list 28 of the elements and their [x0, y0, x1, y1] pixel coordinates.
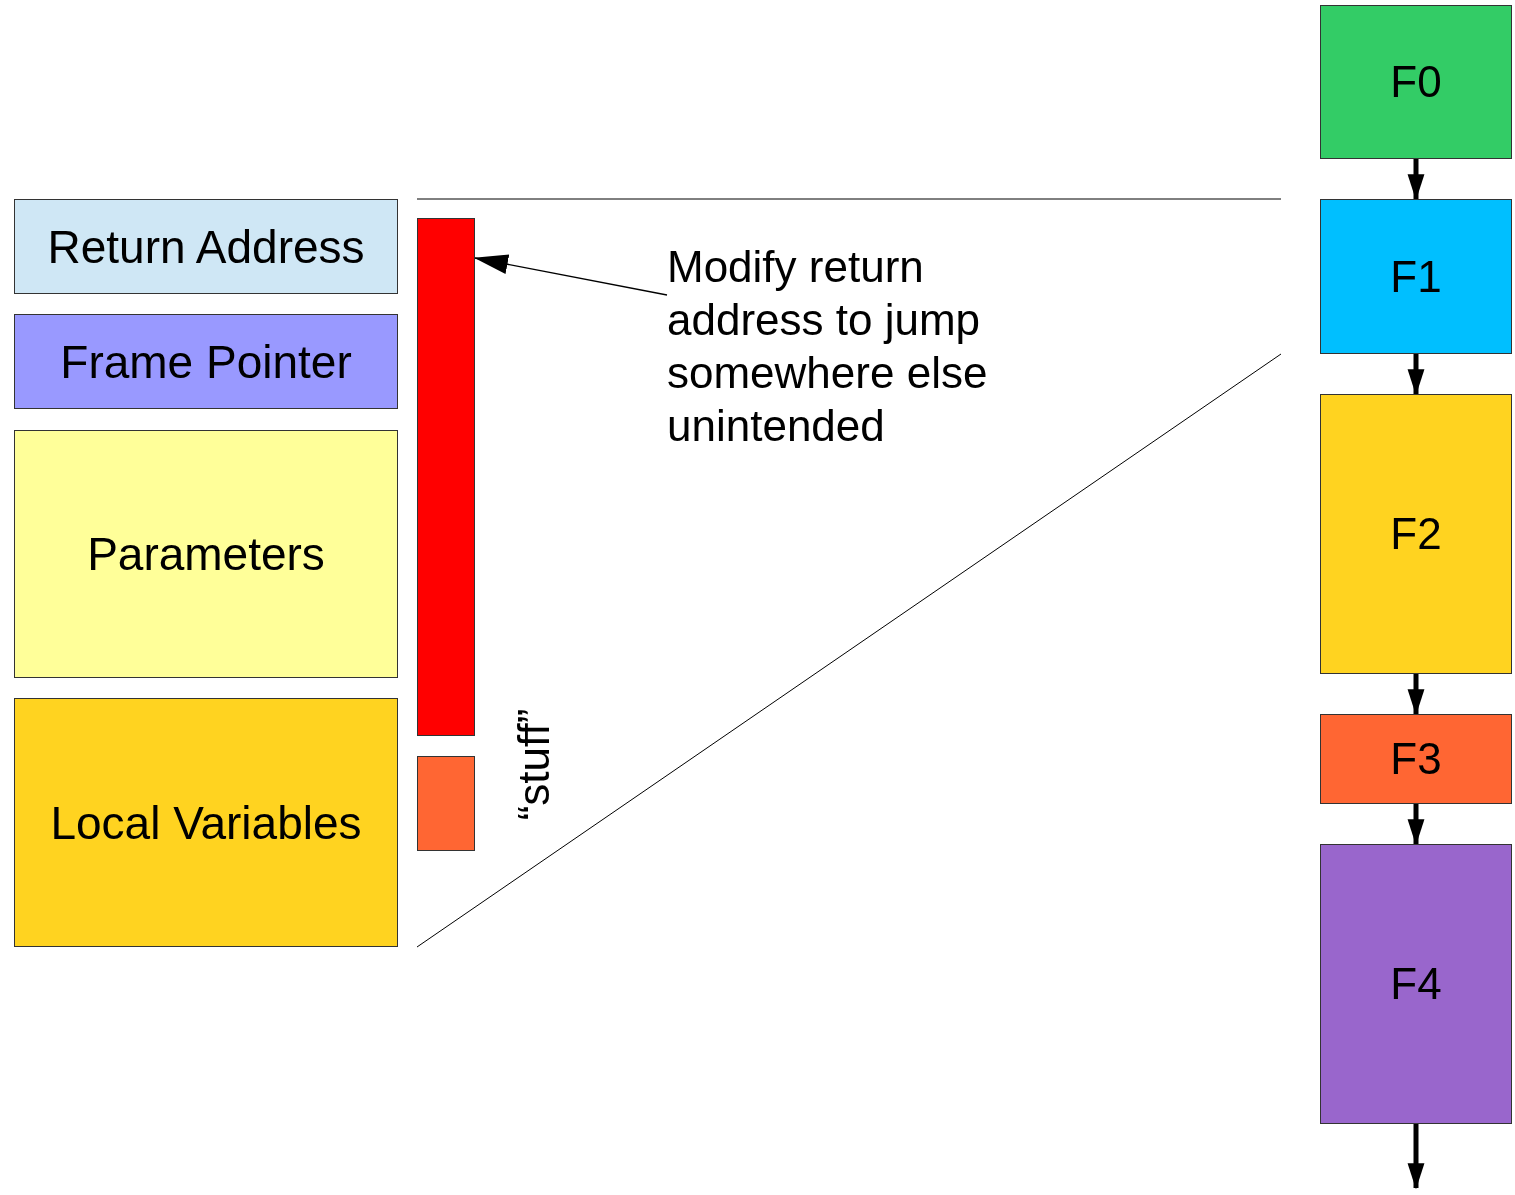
frame-label: F1	[1390, 251, 1442, 302]
frame-label: F4	[1390, 959, 1442, 1009]
frame-label: F2	[1390, 509, 1442, 559]
arrow	[1407, 1124, 1425, 1190]
leader-arrow	[474, 254, 668, 296]
field-label: Return Address	[47, 219, 365, 274]
frame-block	[1320, 199, 1512, 354]
frame-block	[1320, 394, 1512, 674]
rotated-label: “stuff”	[508, 708, 560, 821]
arrow	[1407, 674, 1425, 716]
frame-label: F0	[1390, 57, 1442, 107]
field-label: Parameters	[87, 527, 325, 581]
field-label: Local Variables	[50, 795, 362, 850]
stack-field	[14, 314, 398, 409]
frame-block	[1320, 714, 1512, 804]
stack-field	[14, 430, 398, 678]
frame-label: F3	[1390, 734, 1442, 784]
frame-block	[1320, 5, 1512, 159]
small-block	[417, 756, 475, 851]
field-label: Frame Pointer	[60, 334, 352, 389]
stack-field	[14, 199, 398, 294]
arrow	[1407, 354, 1425, 396]
annotation-text: Modify return address to jump somewhere else unintended	[667, 240, 1047, 452]
frame-block	[1320, 844, 1512, 1124]
arrow	[1407, 804, 1425, 846]
stack-field	[14, 698, 398, 947]
arrow	[1407, 159, 1425, 201]
filled-bar	[417, 218, 475, 736]
